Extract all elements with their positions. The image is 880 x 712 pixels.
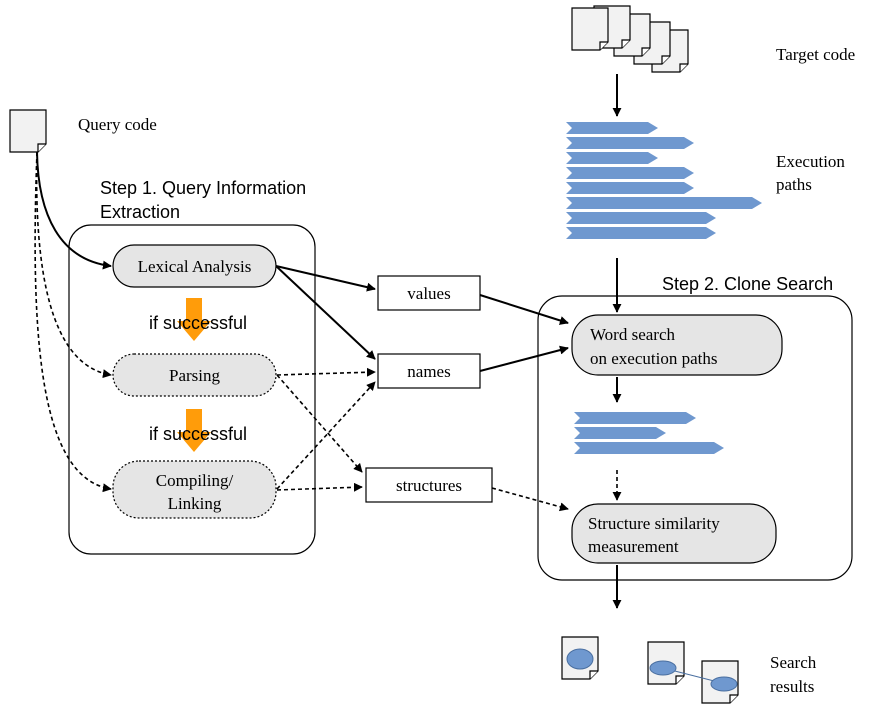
structure-similarity-node: Structure similarity measurement	[571, 503, 777, 564]
execution-paths-label-2: paths	[776, 175, 812, 194]
execution-path-arrow	[574, 442, 724, 454]
structures-label: structures	[396, 476, 462, 495]
structure-similarity-label-1: Structure similarity	[588, 514, 720, 533]
document-icon	[571, 7, 609, 51]
if-successful-label-1: if successful	[149, 313, 247, 333]
execution-path-arrow	[566, 227, 716, 239]
lexical-analysis-node: Lexical Analysis	[112, 244, 277, 288]
step2-title: Step 2. Clone Search	[662, 274, 833, 294]
step1-title-line2: Extraction	[100, 202, 180, 222]
arrow-compiling-to-names	[276, 381, 376, 490]
execution-path-arrow	[566, 212, 716, 224]
search-results-label-1: Search	[770, 653, 817, 672]
linking-label: Linking	[168, 494, 222, 513]
execution-path-arrow	[566, 167, 694, 179]
arrow-query-to-parsing	[35, 151, 112, 379]
step1-box	[68, 224, 316, 555]
execution-path-arrow	[574, 427, 666, 439]
execution-path-arrow	[566, 152, 658, 164]
word-search-label-2: on execution paths	[590, 349, 717, 368]
values-box: values	[377, 275, 481, 311]
orange-down-arrow	[177, 298, 211, 341]
execution-path-arrow	[566, 122, 658, 134]
step2-box	[537, 295, 853, 581]
arrow-query-to-compiling	[34, 151, 112, 493]
arrow-parsing-to-structures	[276, 374, 363, 473]
parsing-label: Parsing	[169, 366, 221, 385]
word-search-label-1: Word search	[590, 325, 676, 344]
if-successful-label-2: if successful	[149, 424, 247, 444]
target-code-stack	[571, 5, 689, 73]
step1-title-line1: Step 1. Query Information	[100, 178, 306, 198]
arrow-structures-to-similarity	[491, 487, 569, 512]
target-code-label: Target code	[776, 45, 855, 64]
orange-down-arrow	[177, 409, 211, 452]
arrow-compiling-to-structures	[276, 482, 363, 492]
execution-paths-label-1: Execution	[776, 152, 845, 171]
names-box: names	[377, 353, 481, 389]
parsing-node: Parsing	[112, 353, 277, 397]
arrow-parsing-to-names	[276, 367, 376, 377]
lexical-analysis-label: Lexical Analysis	[138, 257, 252, 276]
arrow-values-to-word-search	[479, 294, 569, 325]
execution-path-arrow	[566, 197, 762, 209]
execution-path-arrow	[566, 137, 694, 149]
arrow-names-to-word-search	[479, 345, 569, 372]
execution-paths-top	[566, 122, 762, 239]
arrow-lexical-to-names	[275, 265, 376, 360]
names-label: names	[407, 362, 450, 381]
search-results-label-2: results	[770, 677, 814, 696]
structures-box: structures	[365, 467, 493, 503]
values-label: values	[407, 284, 450, 303]
compiling-linking-node: Compiling/ Linking	[112, 460, 277, 519]
structure-similarity-label-2: measurement	[588, 537, 679, 556]
arrow-lexical-to-values	[275, 265, 376, 292]
execution-path-arrow	[574, 412, 696, 424]
word-search-node: Word search on execution paths	[571, 314, 783, 376]
compiling-label: Compiling/	[156, 471, 234, 490]
query-code-label: Query code	[78, 115, 157, 134]
search-result-document-icon	[561, 636, 599, 680]
execution-paths-filtered	[574, 412, 724, 454]
query-code-document-icon	[9, 109, 47, 153]
arrow-query-to-lexical	[36, 151, 112, 270]
execution-path-arrow	[566, 182, 694, 194]
search-result-document-icon	[647, 641, 739, 704]
